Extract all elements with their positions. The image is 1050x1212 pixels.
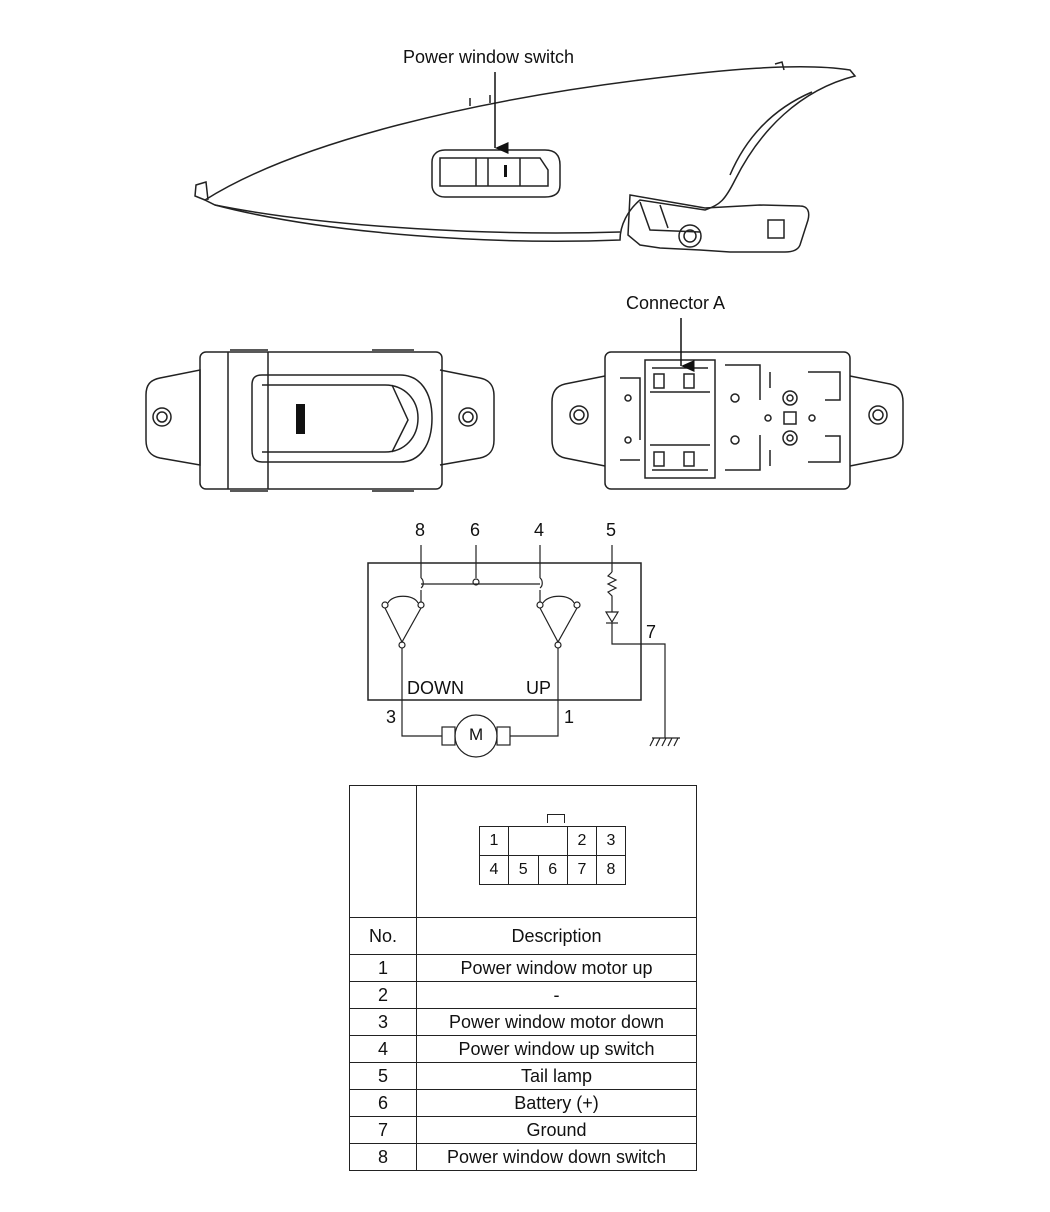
pin-description-cell: Power window motor up (416, 954, 697, 982)
table-row: 4 Power window up switch (349, 1035, 697, 1063)
table-row: 5 Tail lamp (349, 1062, 697, 1090)
column-header-no: No. (349, 917, 417, 955)
pin-description-cell: Ground (416, 1116, 697, 1144)
table-corner-cell (349, 785, 417, 918)
connector-pin: 2 (567, 826, 597, 856)
pin-description-cell: Power window motor down (416, 1008, 697, 1036)
connector-pin: 7 (567, 855, 597, 885)
pin-number-cell: 8 (349, 1143, 417, 1171)
pin-number-cell: 2 (349, 981, 417, 1009)
table-row: 1 Power window motor up (349, 954, 697, 982)
connector-pin: 5 (508, 855, 539, 885)
connector-pin-table: 1 2 3 4 5 6 7 8 No. Description (349, 785, 697, 1171)
pin-description-cell: Power window up switch (416, 1035, 697, 1063)
pin-number-cell: 1 (349, 954, 417, 982)
connector-pin: 6 (537, 855, 568, 885)
door-armrest-panel (194, 61, 857, 253)
pin-7-label: 7 (646, 622, 657, 642)
connector-pin: 1 (479, 826, 509, 856)
power-window-switch-label: Power window switch (403, 47, 575, 67)
connector-pin: 4 (479, 855, 509, 885)
circuit-schematic (367, 545, 680, 758)
connector-lock-tab (547, 814, 565, 823)
pin-description-cell: Tail lamp (416, 1062, 697, 1090)
pin-5-label: 5 (606, 520, 617, 540)
table-row: 8 Power window down switch (349, 1143, 697, 1171)
column-header-description: Description (416, 917, 697, 955)
table-row: 3 Power window motor down (349, 1008, 697, 1036)
pin-1-label: 1 (564, 707, 575, 727)
pin-number-cell: 3 (349, 1008, 417, 1036)
pin-3-label: 3 (386, 707, 397, 727)
switch-bottom-view (551, 351, 904, 490)
pin-4-label: 4 (534, 520, 545, 540)
pin-number-cell: 5 (349, 1062, 417, 1090)
pin-number-cell: 7 (349, 1116, 417, 1144)
pin-number-cell: 4 (349, 1035, 417, 1063)
connector-pin-blank (508, 826, 568, 856)
connector-pin-grid: 1 2 3 4 5 6 7 8 (479, 826, 626, 885)
pin-6-label: 6 (470, 520, 481, 540)
table-row: 6 Battery (+) (349, 1089, 697, 1117)
pin-description-cell: Battery (+) (416, 1089, 697, 1117)
motor-symbol-label: M (469, 725, 484, 744)
up-label: UP (526, 678, 552, 698)
switch-top-view (145, 349, 495, 492)
connector-a-label: Connector A (626, 293, 726, 313)
table-row: 7 Ground (349, 1116, 697, 1144)
pin-description-cell: Power window down switch (416, 1143, 697, 1171)
down-label: DOWN (407, 678, 464, 698)
connector-pin: 3 (596, 826, 626, 856)
pin-8-label: 8 (415, 520, 426, 540)
connector-face-cell: 1 2 3 4 5 6 7 8 (416, 785, 697, 918)
pin-number-cell: 6 (349, 1089, 417, 1117)
table-row: 2 - (349, 981, 697, 1009)
pin-description-cell: - (416, 981, 697, 1009)
connector-face-diagram: 1 2 3 4 5 6 7 8 (417, 786, 696, 917)
connector-pin: 8 (596, 855, 626, 885)
